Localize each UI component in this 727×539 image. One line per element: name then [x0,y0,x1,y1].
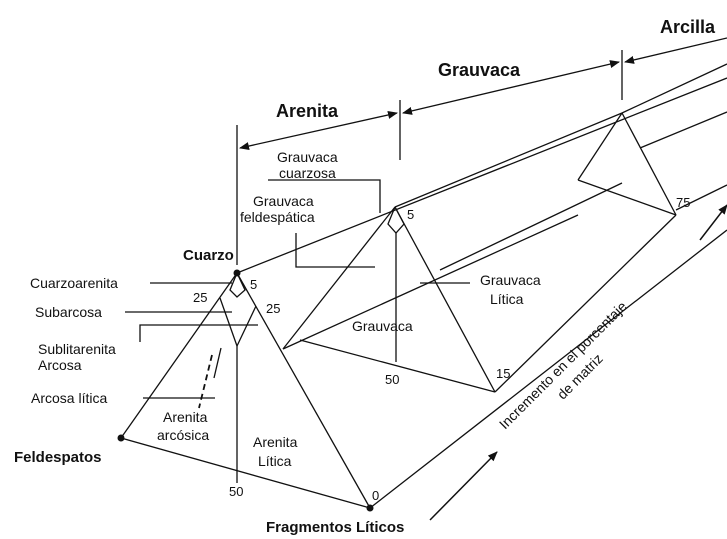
edge-top-ridge [236,77,727,274]
label-arcosa: Arcosa [38,357,82,373]
label-arenita-arcosica-line2: arcósica [157,427,209,443]
mid-base-to-back [494,214,677,393]
sublitarenita-tick [213,347,222,379]
back-edge-left [577,112,623,181]
num-mid-corner-15: 15 [496,366,510,381]
num-front-base-50: 50 [229,484,243,499]
num-mid-base-50: 50 [385,372,399,387]
back-edge-right [621,112,677,216]
num-front-corner-0: 0 [372,488,379,503]
label-grauvaca-center: Grauvaca [352,318,413,334]
label-arenita-litica-line2: Lítica [258,453,292,469]
edge-back-low [675,184,727,211]
mid-top-diamond [387,206,405,234]
edge-back-top [621,63,727,114]
label-sublitarenita: Sublitarenita [38,341,116,357]
label-grauvaca-header: Grauvaca [438,60,521,80]
mid-to-back-link [439,182,623,271]
leader-grauvaca-feldespatica [295,233,375,268]
arrow-matrix-lower [429,451,498,521]
label-feldespatos: Feldespatos [14,449,102,466]
leader-sublitarenita [139,324,258,342]
front-25-right [236,305,257,347]
edge-top-ridge-2 [394,112,623,208]
label-subarcosa: Subarcosa [35,304,102,320]
mid-edge-left [282,206,396,350]
vertex-fragmentos-dot [366,504,374,512]
label-cuarzo: Cuarzo [183,247,234,264]
num-front-right-25: 25 [266,301,280,316]
front-edge-left [120,272,238,439]
front-edge-base [120,437,371,509]
label-fragmentos-liticos: Fragmentos Líticos [266,519,404,536]
label-arenita-arcosica-line1: Arenita [163,409,208,425]
label-arenita-litica-line1: Arenita [253,434,298,450]
label-grauvaca-feldespatica-line1: Grauvaca [253,193,314,209]
mid-edge-right [394,206,496,393]
label-grauvaca-feldespatica-line2: feldespática [240,209,315,225]
label-grauvaca-litica-line1: Grauvaca [480,272,541,288]
label-arcosa-litica: Arcosa lítica [31,390,107,406]
label-grauvaca-cuarzosa-line2: cuarzosa [279,165,336,181]
arrow-arenita [239,111,398,150]
arcosa-litica-dashed [198,354,213,409]
num-mid-top-5: 5 [407,207,414,222]
label-grauvaca-litica-line2: Lítica [490,291,524,307]
num-front-top-5: 5 [250,277,257,292]
front-right-to-mid [282,214,579,350]
label-grauvaca-cuarzosa-line1: Grauvaca [277,149,338,165]
vertex-feldespatos-dot [117,434,125,442]
mid-edge-base [299,339,496,393]
front-edge-right [236,272,371,509]
leader-grauvaca-cuarzosa [268,179,381,213]
matrix-axis-label-line1: Incremento en el porcentaje [496,298,630,432]
arrow-arcilla [624,37,727,64]
num-back-corner-75: 75 [676,195,690,210]
arrow-matrix-upper [699,204,727,241]
label-arcilla: Arcilla [660,17,716,37]
label-arenita-header: Arenita [276,101,339,121]
edge-back-mid [639,111,727,149]
edge-base-long [369,229,727,509]
num-front-left-25: 25 [193,290,207,305]
vertex-cuarzo-dot [233,269,241,277]
label-cuarzoarenita: Cuarzoarenita [30,275,118,291]
back-edge-base [577,179,677,216]
arrow-grauvaca [402,60,620,115]
front-25-left [219,297,238,347]
front-top-diamond [229,272,246,298]
